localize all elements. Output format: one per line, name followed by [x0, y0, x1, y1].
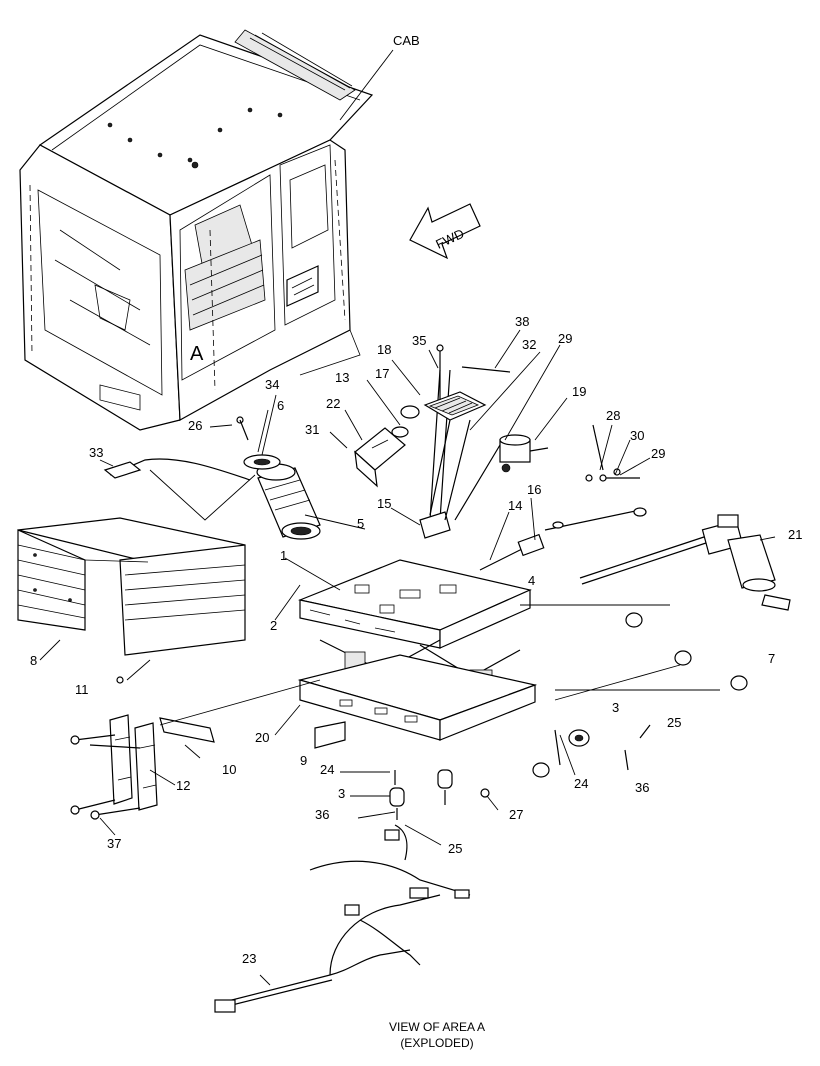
callout-36-right: 36 — [635, 780, 649, 795]
cat-logo-icon — [286, 265, 319, 307]
callout-5: 5 — [357, 516, 364, 531]
callout-13: 13 — [335, 370, 349, 385]
leader-33-5 — [149, 469, 256, 521]
roof-grille — [234, 29, 356, 101]
view-caption-line2: (EXPLODED) — [400, 1036, 473, 1050]
callout-37: 37 — [107, 836, 121, 851]
callout-7: 7 — [768, 651, 775, 666]
callout-8: 8 — [30, 653, 37, 668]
callout-3-left: 3 — [338, 786, 345, 801]
callout-2: 2 — [270, 618, 277, 633]
callout-20: 20 — [255, 730, 269, 745]
bumper-7c — [730, 675, 748, 691]
callout-30: 30 — [630, 428, 644, 443]
callout-1: 1 — [280, 548, 287, 563]
callout-33: 33 — [89, 445, 103, 460]
spacer-27-area — [437, 769, 453, 789]
fitting-17 — [400, 405, 420, 419]
callout-3-right: 3 — [612, 700, 619, 715]
callout-6: 6 — [277, 398, 284, 413]
valve-block-18 — [423, 391, 487, 421]
actuator-21 — [579, 514, 791, 611]
area-a-label: A — [190, 343, 204, 365]
bumper-7d — [532, 762, 550, 778]
callout-29-top: 29 — [558, 331, 572, 346]
callout-34: 34 — [265, 377, 279, 392]
callout-10: 10 — [222, 762, 236, 777]
cable-33 — [109, 458, 251, 481]
callout-36-left: 36 — [315, 807, 329, 822]
bumper-7b — [674, 650, 692, 666]
cylinder-14-16 — [479, 507, 647, 571]
cab-leader — [339, 49, 394, 121]
callout-24-right: 24 — [574, 776, 588, 791]
callout-12: 12 — [176, 778, 190, 793]
view-caption-line1: VIEW OF AREA A — [389, 1020, 485, 1034]
callout-9: 9 — [300, 753, 307, 768]
fwd-arrow-icon: FWD — [409, 203, 481, 260]
block-9 — [314, 721, 346, 749]
callout-16: 16 — [527, 482, 541, 497]
wiring-harness-23 — [214, 824, 471, 1013]
callout-31: 31 — [305, 422, 319, 437]
callout-26: 26 — [188, 418, 202, 433]
callout-28: 28 — [606, 408, 620, 423]
callout-19: 19 — [572, 384, 586, 399]
plates-12 — [109, 714, 158, 811]
callout-24-left: 24 — [320, 762, 334, 777]
callout-27: 27 — [509, 807, 523, 822]
bumper-7a — [625, 612, 643, 628]
callout-17: 17 — [375, 366, 389, 381]
cab-illustration — [19, 29, 374, 431]
callout-11: 11 — [75, 682, 89, 697]
callout-32: 32 — [522, 337, 536, 352]
callout-25-bottom: 25 — [448, 841, 462, 856]
callout-23: 23 — [242, 951, 256, 966]
callout-18: 18 — [377, 342, 391, 357]
cab-seat — [184, 204, 266, 331]
callout-15: 15 — [377, 496, 391, 511]
callout-14: 14 — [508, 498, 522, 513]
valve-19 — [499, 434, 549, 473]
callout-38: 38 — [515, 314, 529, 329]
strap-10 — [159, 717, 215, 743]
callout-25-right: 25 — [667, 715, 681, 730]
callout-29-right: 29 — [651, 446, 665, 461]
bracket-22 — [354, 427, 406, 488]
callout-21: 21 — [788, 527, 802, 542]
filter-canister — [256, 463, 321, 540]
callout-35: 35 — [412, 333, 426, 348]
seat-bellows — [17, 517, 246, 656]
callout-4: 4 — [528, 573, 535, 588]
callout-22: 22 — [326, 396, 340, 411]
rod-38 — [461, 366, 511, 373]
spacer-3-left — [389, 787, 405, 807]
bracket-15 — [419, 511, 451, 539]
fitting-13 — [391, 426, 409, 438]
seat-suspension-top-plate — [297, 559, 532, 649]
callout-labels: 1 2 3 3 4 5 6 7 8 9 10 11 12 13 14 15 16… — [30, 314, 802, 966]
cab-label: CAB — [393, 33, 420, 48]
seat-suspension-bottom-plate — [297, 654, 538, 741]
